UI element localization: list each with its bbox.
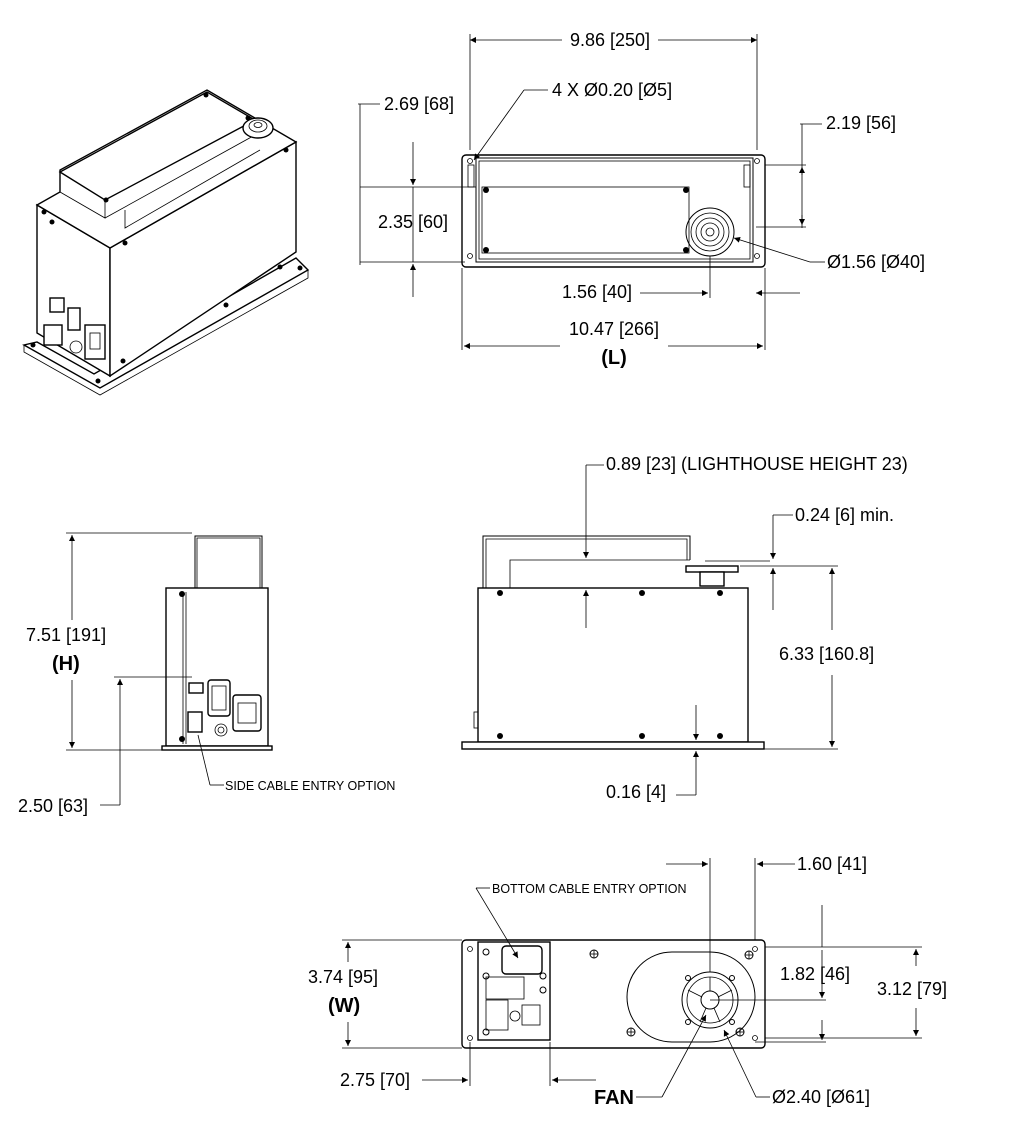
fan-label: FAN [594, 1087, 634, 1109]
side-cable-note: SIDE CABLE ENTRY OPTION [225, 779, 395, 793]
dim-body-height: 6.33 [160.8] [779, 644, 874, 664]
dim-lighthouse-height: 0.89 [23] (LIGHTHOUSE HEIGHT 23) [606, 454, 908, 474]
bottom-view: 1.60 [41] BOTTOM CABLE ENTRY OPTION 3.74… [308, 854, 947, 1109]
front-view: 0.89 [23] (LIGHTHOUSE HEIGHT 23) 0.24 [6… [461, 454, 908, 802]
dim-lighthouse-diameter: Ø1.56 [Ø40] [827, 252, 925, 272]
dim-overall-length: 9.86 [250] [570, 30, 650, 50]
dim-fan-center-height: 1.82 [46] [780, 964, 850, 984]
dim-fan-offset: 1.60 [41] [797, 854, 867, 874]
dim-holes: 4 X Ø0.20 [Ø5] [552, 80, 672, 100]
dim-lighthouse-offset: 1.56 [40] [562, 282, 632, 302]
height-marker: (H) [52, 653, 80, 675]
dim-min-gap: 0.24 [6] min. [795, 505, 894, 525]
dim-height: 7.51 [191] [26, 625, 106, 645]
side-view: 7.51 [191] (H) 2.50 [63] SIDE CABLE ENTR… [18, 532, 395, 816]
dim-right-offset: 2.19 [56] [826, 113, 896, 133]
isometric-view [22, 89, 310, 396]
dim-base-thickness: 0.16 [4] [606, 782, 666, 802]
top-view: 9.86 [250] 4 X Ø0.20 [Ø5] 2.69 [68] 2.35… [358, 30, 925, 369]
dim-fan-diameter: Ø2.40 [Ø61] [772, 1087, 870, 1107]
dim-width: 3.74 [95] [308, 967, 378, 987]
dim-base-length: 10.47 [266] [569, 319, 659, 339]
width-marker: (W) [328, 995, 360, 1017]
bottom-cable-note: BOTTOM CABLE ENTRY OPTION [492, 882, 686, 896]
dim-hole-spacing: 3.12 [79] [877, 979, 947, 999]
length-marker: (L) [601, 347, 627, 369]
dim-inner-height: 2.35 [60] [378, 212, 448, 232]
dim-connector-height: 2.50 [63] [18, 796, 88, 816]
dim-cable-offset: 2.75 [70] [340, 1070, 410, 1090]
dim-left-offset: 2.69 [68] [384, 94, 454, 114]
